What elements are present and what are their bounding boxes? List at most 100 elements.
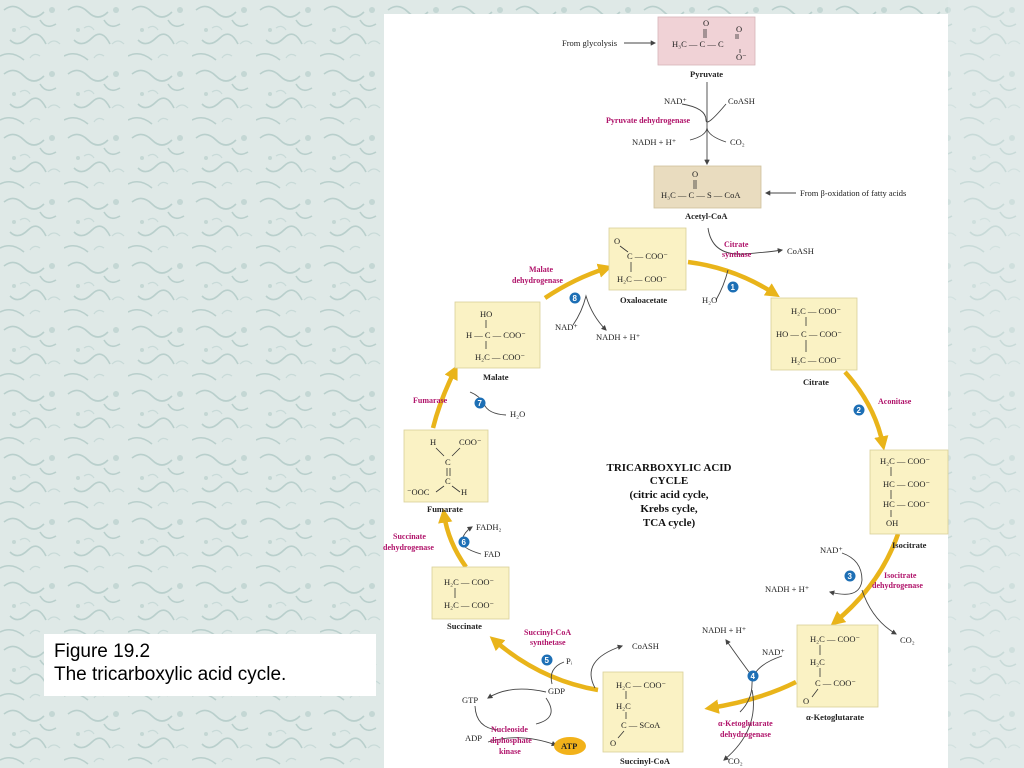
akgdh-co2: CO₂ — [728, 756, 743, 766]
oxaloacetate-box — [608, 227, 687, 291]
arrow-step-1 — [687, 259, 780, 298]
mdh-label-2: dehydrogenase — [512, 276, 563, 285]
malate-dh-step: Malate dehydrogenase NAD⁺ NADH + H⁺ 8 — [512, 265, 641, 342]
malate-formula-3: H₂C — COO⁻ — [475, 352, 525, 362]
step-4-number: 4 — [751, 672, 756, 681]
pyruvate-dh-step: NAD⁺ CoASH Pyruvate dehydrogenase NADH +… — [606, 82, 755, 166]
pyruvate-formula-ominus: O⁻ — [736, 52, 747, 62]
acetyl-formula-o: O — [692, 169, 698, 179]
fumarase-label: Fumarase — [413, 396, 448, 405]
isocitrate-label: Isocitrate — [892, 540, 927, 550]
oaa-formula-h2c: H₂C — COO⁻ — [617, 274, 667, 284]
atp-highlight — [554, 737, 586, 755]
step-8-number: 8 — [573, 294, 578, 303]
malate-box — [454, 301, 541, 369]
cycle-title: TRICARBOXYLIC ACID CYCLE (citric acid cy… — [607, 462, 732, 529]
sdh-label-2: dehydrogenase — [383, 543, 434, 552]
cycle-title-line-4: Krebs cycle, — [640, 503, 697, 515]
fumarate-group: H COO⁻ C C ⁻OOC H Fumarate — [403, 429, 489, 514]
caption-description: The tricarboxylic acid cycle. — [54, 664, 287, 685]
isocitrate-group: H₂C — COO⁻ HC — COO⁻ HC — COO⁻ OH Isocit… — [869, 449, 949, 550]
pdh-nad: NAD⁺ — [664, 96, 687, 106]
idh-nad: NAD⁺ — [820, 545, 843, 555]
akg-dh-label-2: dehydrogenase — [720, 730, 771, 739]
mdh-nadh: NADH + H⁺ — [596, 332, 641, 342]
step-7-badge — [474, 397, 486, 409]
akg-dh-step: NADH + H⁺ NAD⁺ α-Ketoglutarate dehydroge… — [702, 625, 785, 766]
ndpk-label-3: kinase — [499, 747, 521, 756]
citrate-synthase-label-1: Citrate — [724, 240, 749, 249]
cycle-title-line-5: TCA cycle) — [643, 517, 696, 529]
arrow-step-4 — [704, 679, 798, 714]
oxaloacetate-group: O C — COO⁻ H₂C — COO⁻ Oxaloacetate — [608, 227, 687, 305]
citrate-formula-2: HO — C — COO⁻ — [776, 329, 842, 339]
fumarase-h2o: H₂O — [510, 409, 525, 419]
cycle-title-line-2: CYCLE — [650, 475, 689, 487]
sdh-fadh2: FADH₂ — [476, 522, 502, 532]
fumarate-formula-h2: H — [461, 487, 467, 497]
citrate-formula-1: H₂C — COO⁻ — [791, 306, 841, 316]
fumarate-box — [403, 429, 489, 503]
akg-formula-o: O — [803, 696, 809, 706]
scs-coash: CoASH — [632, 641, 659, 651]
step-2-badge — [853, 404, 865, 416]
oaa-formula-o: O — [614, 236, 620, 246]
succinyl-coa-synthetase-step: CoASH Succinyl-CoA synthetase Pᵢ GDP GTP… — [462, 628, 659, 705]
malate-formula-2: H — C — COO⁻ — [466, 330, 526, 340]
citrate-group: H₂C — COO⁻ HO — C — COO⁻ H₂C — COO⁻ Citr… — [770, 297, 858, 387]
citrate-formula-3: H₂C — COO⁻ — [791, 355, 841, 365]
isocitrate-formula-2: HC — COO⁻ — [883, 479, 931, 489]
pyruvate-formula-main: H₃C — C — C — [672, 39, 724, 49]
scoa-formula-1: H₂C — COO⁻ — [616, 680, 666, 690]
step-6-number: 6 — [462, 538, 467, 547]
step-1-number: 1 — [731, 283, 736, 292]
ketoglutarate-label: α-Ketoglutarate — [806, 712, 864, 722]
step-5-badge — [541, 654, 553, 666]
ndpk-label-1: Nucleoside — [491, 725, 528, 734]
cycle-arrows — [430, 259, 901, 714]
akg-formula-1: H₂C — COO⁻ — [810, 634, 860, 644]
step-8-badge — [569, 292, 581, 304]
idh-nadh: NADH + H⁺ — [765, 584, 810, 594]
cycle-title-line-3: (citric acid cycle, — [629, 489, 708, 501]
caption-figure-number: Figure 19.2 — [54, 641, 151, 662]
sdh-label-1: Succinate — [393, 532, 426, 541]
citrate-label: Citrate — [803, 377, 829, 387]
arrow-step-6 — [438, 508, 468, 569]
succinate-label: Succinate — [447, 621, 482, 631]
malate-formula-ho: HO — [480, 309, 492, 319]
pyruvate-formula-o1: O — [703, 18, 709, 28]
succinate-formula-1: H₂C — COO⁻ — [444, 577, 494, 587]
oxaloacetate-label: Oxaloacetate — [620, 295, 667, 305]
fumarate-label: Fumarate — [427, 504, 463, 514]
acetyl-coa-label: Acetyl-CoA — [685, 211, 728, 221]
isocitrate-box — [869, 449, 949, 535]
scs-label-1: Succinyl-CoA — [524, 628, 571, 637]
succinate-box — [431, 566, 510, 620]
scoa-formula-3: C — SCoA — [621, 720, 661, 730]
isocitrate-formula-1: H₂C — COO⁻ — [880, 456, 930, 466]
isocitrate-dh-label-2: dehydrogenase — [872, 581, 923, 590]
arrow-step-8 — [543, 263, 613, 300]
isocitrate-dh-label-1: Isocitrate — [884, 571, 917, 580]
akg-formula-2: H₂C — [810, 657, 825, 667]
scoa-formula-o: O — [610, 738, 616, 748]
mdh-nad: NAD⁺ — [555, 322, 578, 332]
fumarate-formula-c2: C — [445, 476, 451, 486]
acetyl-coa-group: O H₃C — C — S — CoA From β-oxidation of … — [653, 165, 906, 221]
acetyl-formula-main: H₃C — C — S — CoA — [661, 190, 741, 200]
mdh-label-1: Malate — [529, 265, 553, 274]
arrow-step-3 — [830, 533, 901, 626]
malate-group: HO H — C — COO⁻ H₂C — COO⁻ Malate — [454, 301, 541, 382]
succinyl-coa-group: H₂C — COO⁻ H₂C C — SCoA O Succinyl-CoA — [602, 671, 684, 766]
pdh-nadh: NADH + H⁺ — [632, 137, 677, 147]
ndp-kinase-step: ADP Nucleoside diphosphate kinase ATP — [465, 697, 586, 756]
arrow-step-2 — [843, 370, 889, 451]
citrate-synthase-step: Citrate synthase CoASH H₂O 1 — [702, 227, 814, 305]
succinate-group: H₂C — COO⁻ H₂C — COO⁻ Succinate — [431, 566, 510, 631]
step-4-badge — [747, 670, 759, 682]
arrow-step-5 — [489, 636, 599, 693]
isocitrate-formula-oh: OH — [886, 518, 898, 528]
fumarate-formula-c1: C — [445, 457, 451, 467]
pdh-coash: CoASH — [728, 96, 755, 106]
